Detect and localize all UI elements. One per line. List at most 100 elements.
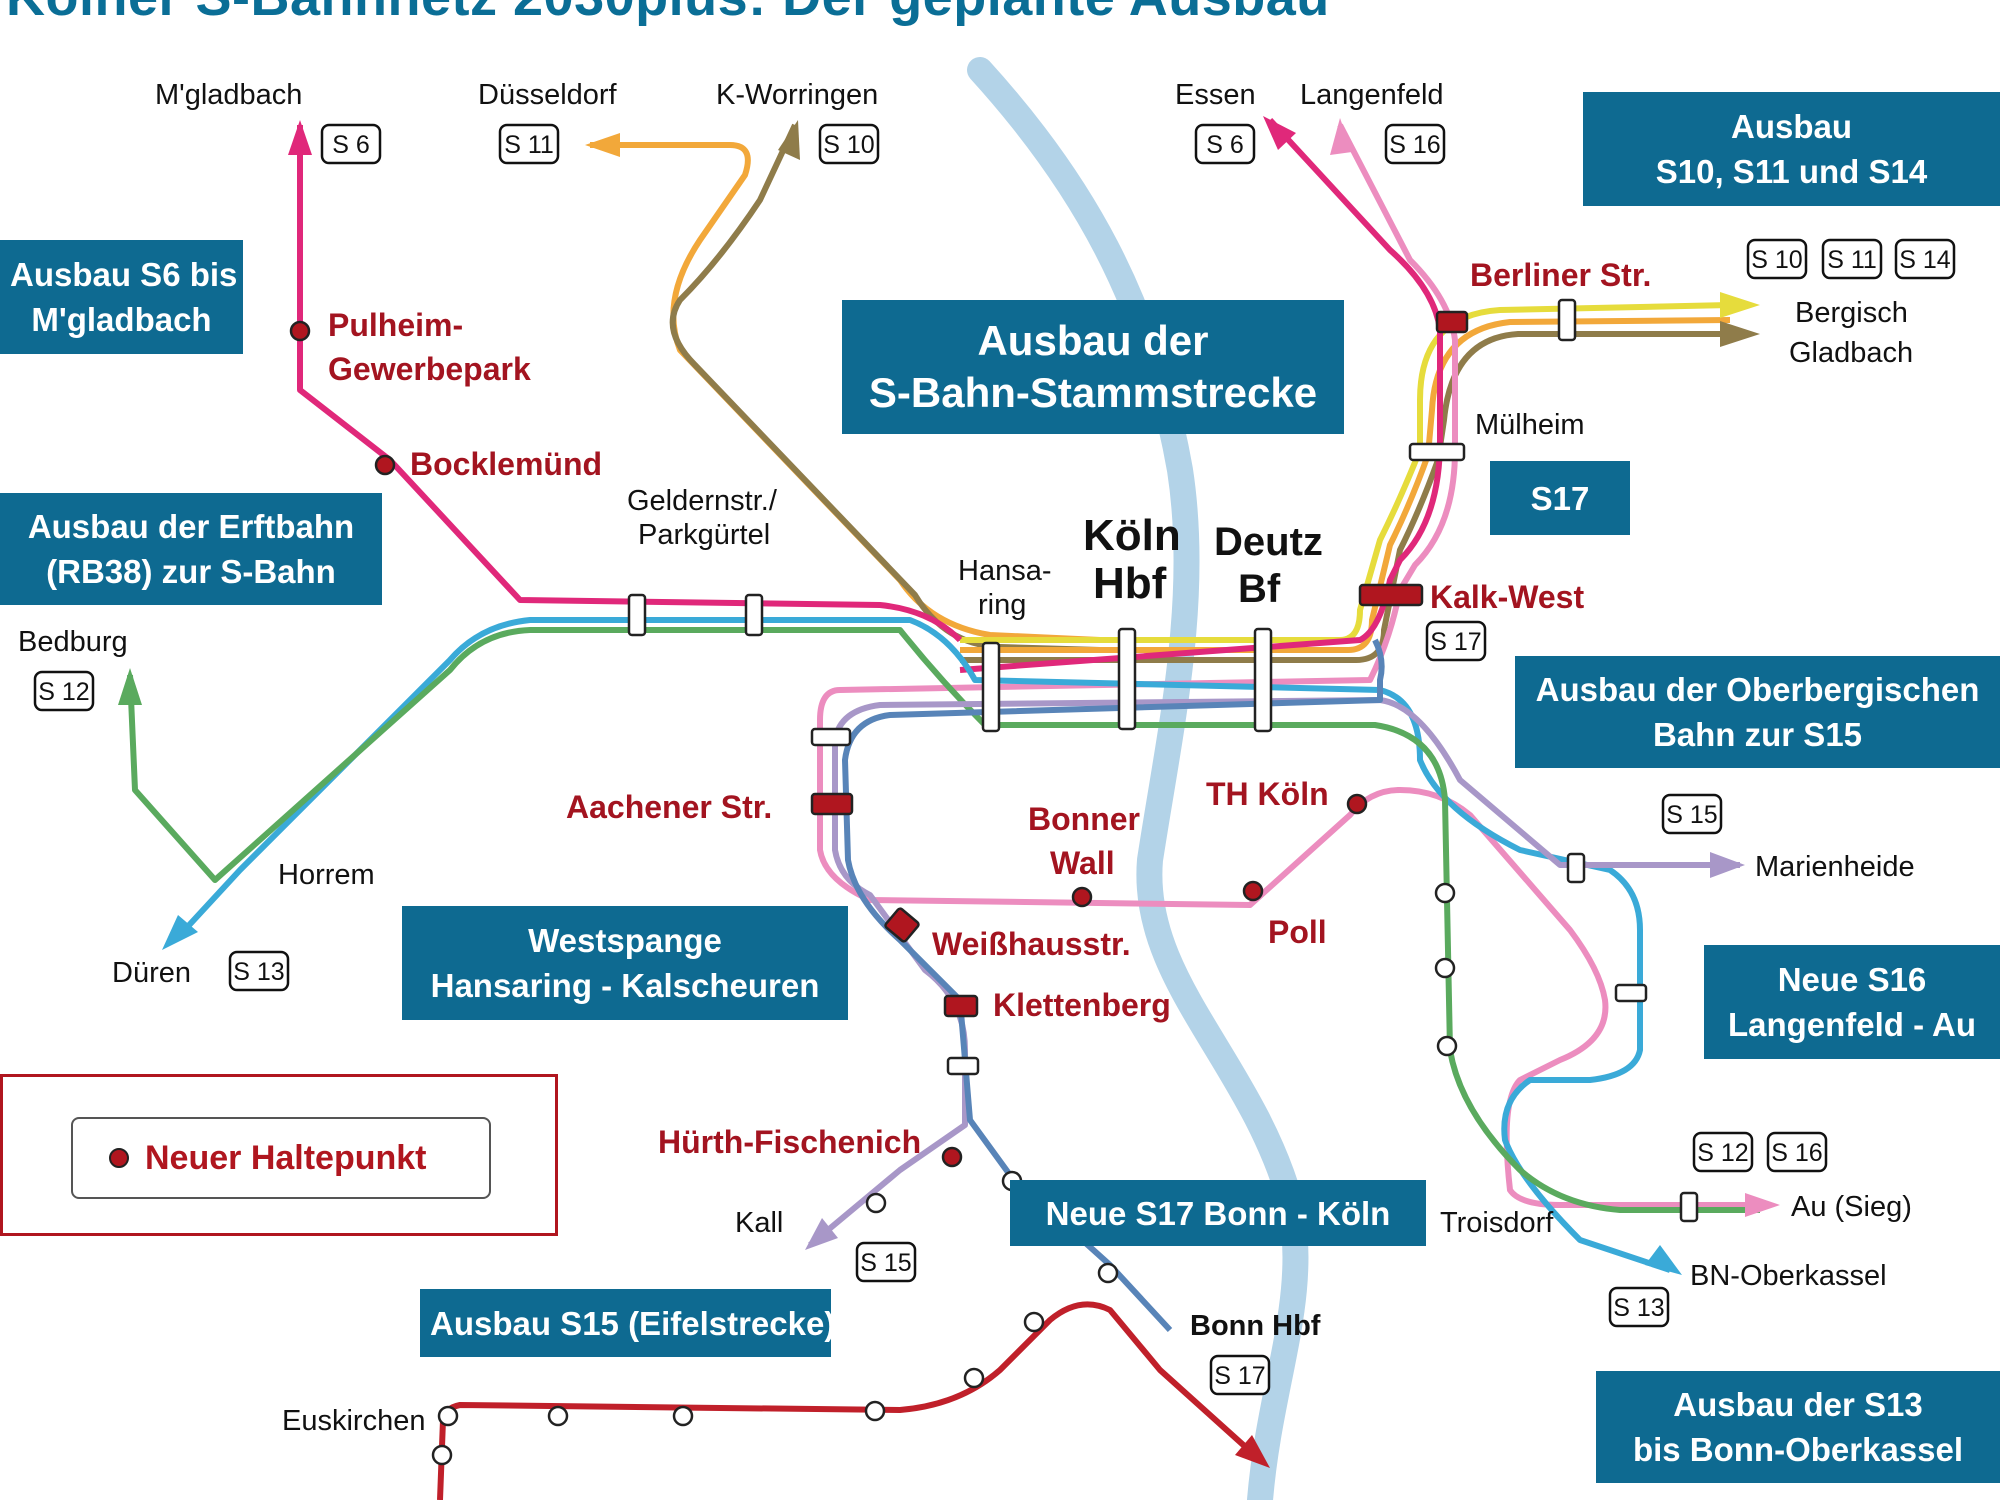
callout-oberbergische-line2: Bahn zur S15	[1652, 716, 1863, 753]
line-badge-s17-kalk: S 17	[1425, 620, 1487, 662]
arrow-s11-duesseldorf	[585, 133, 620, 157]
label-worringen: K-Worringen	[716, 79, 878, 111]
new-stop-kalk-west	[1358, 583, 1424, 607]
line-badge-s6-essen: S 6	[1194, 123, 1256, 165]
new-stop-th-koeln	[1346, 793, 1368, 815]
legend-box: Neuer Haltepunkt	[71, 1117, 491, 1199]
line-badge-s16: S 16	[1384, 123, 1446, 165]
new-stop-klettenberg	[943, 994, 979, 1018]
arrow-s6-essen	[1263, 116, 1296, 150]
stop-bar-au	[1679, 1191, 1699, 1223]
line-badge-label: S 17	[1430, 628, 1481, 656]
stop-bar-bergisch	[1557, 298, 1577, 342]
line-badge-frame	[33, 670, 95, 712]
stop-circle-12	[437, 1405, 459, 1427]
line-s6-essen	[959, 117, 1443, 673]
label-bergisch-1: Bergisch	[1795, 297, 1908, 329]
label-duesseldorf: Düsseldorf	[478, 79, 618, 111]
line-badge-frame	[1746, 238, 1808, 280]
line-badge-label: S 12	[38, 678, 89, 706]
arrow-s13-dueren	[162, 915, 198, 950]
line-badge-frame	[1894, 238, 1956, 280]
label-poll: Poll	[1268, 914, 1327, 950]
label-hansaring-1: Hansa-	[958, 555, 1052, 587]
callout-s13: Ausbau der S13 bis Bonn-Oberkassel	[1596, 1371, 2000, 1483]
line-badge-s12: S 12	[33, 670, 95, 712]
line-badge-s11-bg: S 11	[1821, 238, 1883, 280]
label-deutz-2: Bf	[1238, 567, 1281, 611]
line-badge-label: S 6	[1206, 131, 1244, 159]
stop-circle-7	[1023, 1311, 1045, 1333]
arrow-s15-kall	[805, 1218, 838, 1250]
line-s12-bedburg	[127, 627, 1760, 1213]
line-badge-s10-bg: S 10	[1746, 238, 1808, 280]
line-badge-s12-au: S 12	[1692, 1131, 1754, 1173]
arrow-s6-mgladbach	[288, 120, 312, 155]
new-stop-poll	[1242, 880, 1264, 902]
arrow-s13-oberkassel	[1645, 1245, 1682, 1275]
callout-s10s11s14: Ausbau S10, S11 und S14	[1583, 92, 2000, 206]
callout-neue-s16-line1: Neue S16	[1777, 961, 1927, 998]
line-badge-frame	[1766, 1131, 1828, 1173]
label-huerth: Hürth-Fischenich	[658, 1124, 921, 1160]
line-badge-label: S 6	[332, 131, 370, 159]
new-stop-bocklemuend	[374, 454, 396, 476]
line-badge-label: S 11	[1827, 246, 1877, 274]
arrow-s16-langenfeld	[1330, 118, 1352, 155]
label-pulheim-1: Pulheim-	[328, 307, 463, 343]
stop-bar-marienheide	[1566, 852, 1586, 884]
callout-neue-s17: Neue S17 Bonn - Köln	[1010, 1180, 1426, 1246]
label-bonn-hbf: Bonn Hbf	[1190, 1310, 1321, 1342]
line-badge-label: S 10	[823, 131, 874, 159]
callout-neue-s16-line2: Langenfeld - Au	[1727, 1006, 1977, 1043]
callout-s13-line1: Ausbau der S13	[1673, 1386, 1923, 1423]
stop-bar-s16-east	[1614, 983, 1648, 1003]
label-weisshaus: Weißhausstr.	[932, 926, 1131, 962]
arrow-s10-bergisch	[1720, 321, 1760, 347]
line-badge-s6-north: S 6	[320, 123, 382, 165]
label-bn-oberkassel: BN-Oberkassel	[1690, 1260, 1887, 1292]
arrow-s12-bedburg	[118, 668, 142, 705]
stop-circle-9	[864, 1400, 886, 1422]
stop-bar-hansaring	[981, 641, 1001, 733]
stop-bar-s12-b	[744, 593, 764, 637]
label-th-koeln: TH Köln	[1206, 776, 1329, 812]
callout-neue-s17-line1: Neue S17 Bonn - Köln	[1045, 1194, 1391, 1232]
stop-circle-13	[431, 1444, 453, 1466]
callout-s6-line1: Ausbau S6 bis	[10, 256, 238, 293]
stops-group	[431, 298, 1699, 1466]
line-badge-frame	[1209, 1354, 1271, 1396]
callout-stammstrecke-line2: S-Bahn-Stammstrecke	[868, 369, 1318, 416]
new-stops-group	[289, 310, 1469, 1168]
label-koeln-hbf-2: Hbf	[1093, 559, 1167, 608]
arrow-s10-worringen	[778, 120, 800, 160]
map-title: Kölner S-Bahnnetz 2030plus: Der geplante…	[0, 0, 2000, 36]
callout-s13-line2: bis Bonn-Oberkassel	[1632, 1431, 1964, 1468]
label-deutz-1: Deutz	[1214, 520, 1323, 564]
line-badge-frame	[228, 950, 290, 992]
label-geldern-1: Geldernstr./	[627, 485, 778, 517]
callout-oberbergische-line1: Ausbau der Oberbergischen	[1535, 671, 1980, 708]
stop-circle-6	[1097, 1262, 1119, 1284]
callout-s17: S17	[1490, 461, 1630, 535]
label-koeln-hbf-1: Köln	[1083, 511, 1181, 560]
arrow-eifel-bonn	[1235, 1435, 1270, 1468]
line-badge-label: S 12	[1697, 1139, 1748, 1167]
new-stop-huerth	[941, 1146, 963, 1168]
callout-neue-s16: Neue S16 Langenfeld - Au	[1704, 945, 2000, 1059]
line-badge-label: S 15	[860, 1249, 911, 1277]
line-badge-frame	[1692, 1131, 1754, 1173]
label-muelheim: Mülheim	[1475, 409, 1585, 441]
line-badge-frame	[818, 123, 880, 165]
line-badge-frame	[320, 123, 382, 165]
line-badge-s11: S 11	[498, 123, 560, 165]
label-kalk-west: Kalk-West	[1430, 579, 1584, 615]
label-klettenberg: Klettenberg	[993, 987, 1171, 1023]
line-badge-label: S 11	[504, 131, 554, 159]
new-stop-labels-group: Pulheim- Gewerbepark Bocklemünd Berliner…	[328, 257, 1651, 1160]
arrow-s16-au	[1745, 1193, 1780, 1217]
callout-s17-line1: S17	[1530, 479, 1590, 517]
line-s13-dueren	[177, 617, 1671, 1273]
label-geldern-2: Parkgürtel	[638, 519, 770, 551]
